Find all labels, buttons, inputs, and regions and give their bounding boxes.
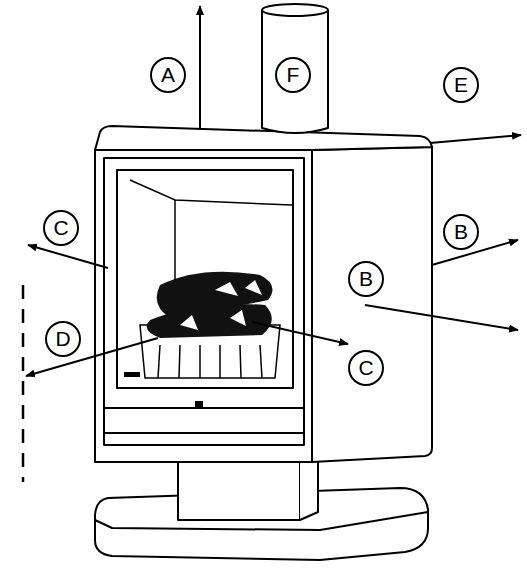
- log: [147, 304, 272, 338]
- grate-bar: [219, 345, 221, 378]
- ash-line: [104, 432, 304, 434]
- ash-panel: [104, 408, 304, 445]
- front-face: [95, 150, 312, 462]
- top-plate: [95, 126, 432, 150]
- callout-circle: A: [150, 57, 186, 93]
- glass: [117, 170, 293, 388]
- grate-bar: [179, 345, 180, 378]
- airflow-arrow: [28, 245, 108, 268]
- callout-letter: D: [55, 327, 70, 351]
- callout-letter: C: [53, 216, 68, 240]
- baffle: [130, 180, 292, 205]
- airflow-arrow: [365, 305, 518, 330]
- log-highlights: [180, 280, 262, 330]
- callout-letter: E: [454, 73, 468, 97]
- grate-bar: [158, 345, 160, 378]
- badge: [124, 372, 140, 377]
- callout-letter: B: [454, 220, 468, 244]
- airflow-arrow: [430, 135, 521, 143]
- flame: [245, 280, 262, 295]
- door-frame: [104, 158, 304, 408]
- logs: [147, 272, 273, 338]
- grate-bar: [260, 345, 262, 378]
- grate-bar: [240, 345, 241, 378]
- grate-bar: [199, 345, 201, 378]
- callout-letter: F: [287, 63, 300, 87]
- callout-circle: E: [443, 67, 479, 103]
- callout-circle: C: [348, 350, 384, 386]
- flame: [215, 282, 238, 296]
- callout-letter: B: [359, 267, 373, 291]
- callout-circle: B: [443, 214, 479, 250]
- airflow-arrow: [252, 322, 348, 344]
- side-face: [312, 147, 432, 462]
- flame: [230, 310, 246, 326]
- airflow-arrow: [199, 6, 201, 130]
- wall-line: [22, 285, 25, 482]
- airflow-arrow: [432, 240, 518, 265]
- flame: [180, 315, 198, 330]
- fire-back: [174, 200, 176, 290]
- callout-circle: D: [45, 321, 81, 357]
- callout-letter: A: [161, 63, 175, 87]
- callout-circle: C: [43, 210, 79, 246]
- callout-letter: C: [358, 356, 373, 380]
- flue-pipe: [262, 10, 328, 133]
- flue-top: [262, 4, 328, 16]
- latch: [195, 401, 203, 409]
- callout-circle: B: [348, 261, 384, 297]
- callout-circle: F: [275, 57, 311, 93]
